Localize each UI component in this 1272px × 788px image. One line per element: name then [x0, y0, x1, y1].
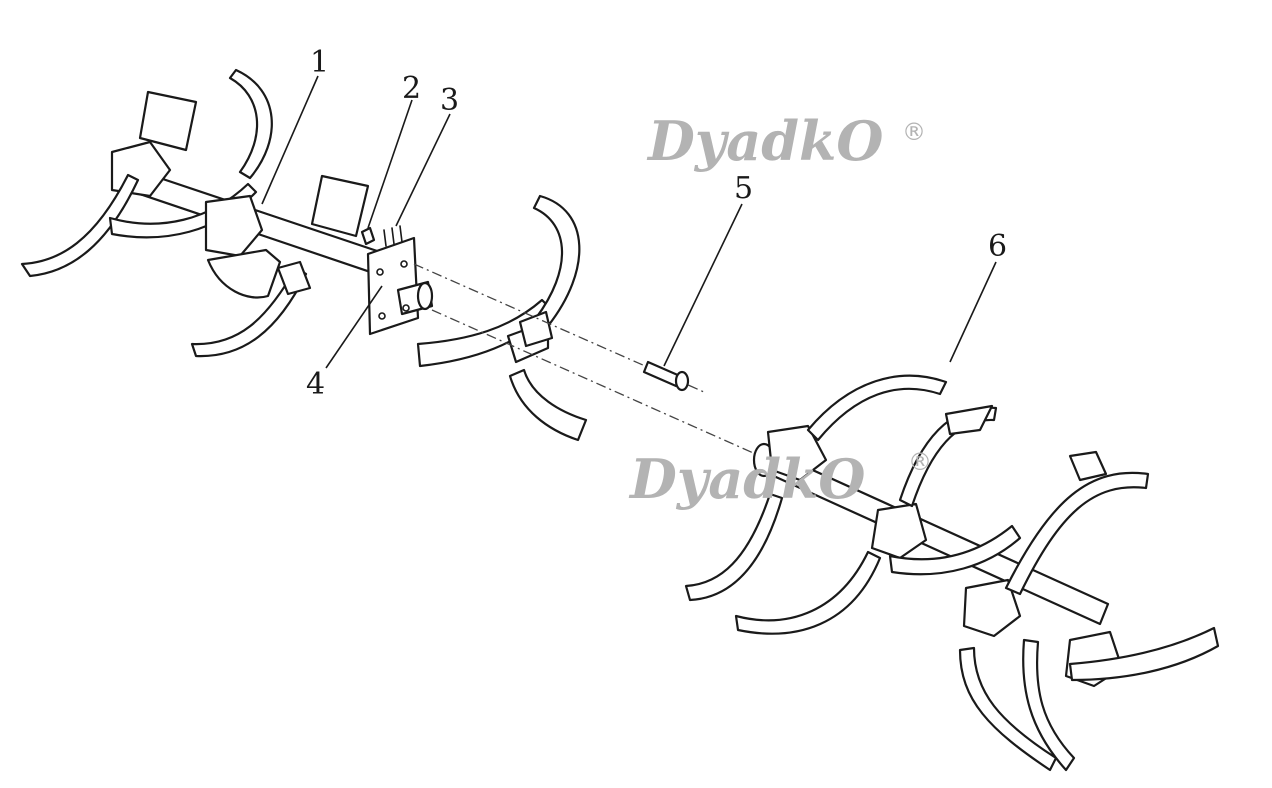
- callout-5: 5: [734, 171, 753, 206]
- part-2-nut: [360, 226, 376, 246]
- assembly-lines: [413, 263, 761, 457]
- watermark-bottom: DyadkO ®: [628, 447, 932, 511]
- watermark-registered-mark: ®: [902, 118, 926, 146]
- watermark-registered-mark-2: ®: [908, 448, 932, 476]
- watermark-brand-text: DyadkO: [646, 109, 883, 173]
- leader-lines: [261, 75, 997, 369]
- part-3-washers: [383, 225, 403, 247]
- callout-2: 2: [402, 71, 421, 106]
- watermark-top: DyadkO ®: [646, 109, 926, 173]
- part-1-tiller-section: [20, 68, 434, 358]
- watermark-brand-text-2: DyadkO: [628, 447, 865, 511]
- part-5-bolt: [642, 360, 690, 392]
- callout-labels: 1 2 3 4 5 6: [306, 45, 1007, 402]
- callout-1: 1: [310, 45, 329, 80]
- callout-6: 6: [988, 229, 1007, 264]
- callout-3: 3: [440, 83, 459, 118]
- middle-blade-assembly: [416, 194, 588, 442]
- part-6-tiller-section: [684, 374, 1220, 772]
- callout-4: 4: [306, 367, 325, 402]
